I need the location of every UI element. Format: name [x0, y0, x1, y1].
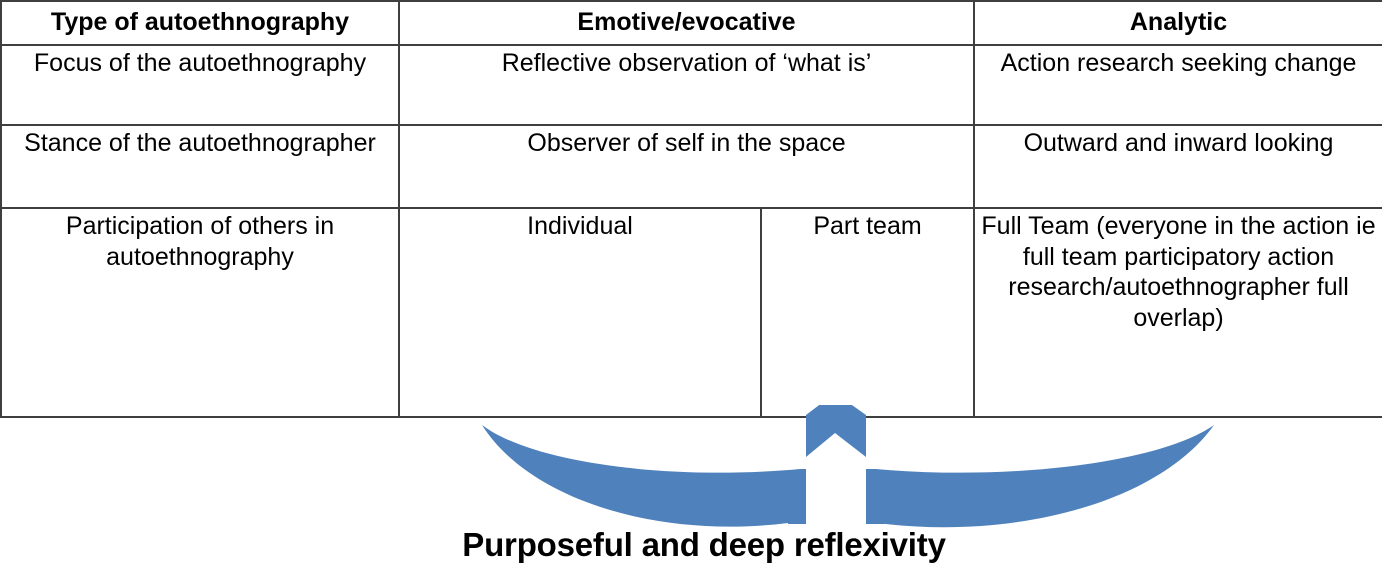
table-row-focus: Focus of the autoethnography Reflective … [0, 44, 1382, 126]
curved-up-arrow-graphic [470, 405, 1226, 531]
table-row-stance: Stance of the autoethnographer Observer … [0, 124, 1382, 209]
cell-stance-emotive: Observer of self in the space [397, 124, 976, 209]
row-label-focus: Focus of the autoethnography [0, 44, 400, 126]
cell-participation-individual: Individual [398, 207, 762, 418]
header-cell-type: Type of autoethnography [0, 0, 400, 46]
autoethnography-comparison-table: Type of autoethnography Emotive/evocativ… [0, 0, 1382, 418]
cell-focus-emotive: Reflective observation of ‘what is’ [397, 44, 976, 126]
row-label-participation: Participation of others in autoethnograp… [0, 207, 400, 418]
row-label-stance: Stance of the autoethnographer [0, 124, 400, 209]
cell-participation-part-team: Part team [759, 207, 976, 418]
cell-stance-analytic: Outward and inward looking [973, 124, 1382, 209]
table-row-participation: Participation of others in autoethnograp… [0, 207, 1382, 418]
curved-up-arrow-path [482, 405, 1214, 528]
header-cell-emotive: Emotive/evocative [397, 0, 976, 46]
figure-caption: Purposeful and deep reflexivity [462, 526, 946, 563]
table-header-row: Type of autoethnography Emotive/evocativ… [0, 0, 1382, 46]
cell-focus-analytic: Action research seeking change [973, 44, 1382, 126]
header-cell-analytic: Analytic [973, 0, 1382, 46]
cell-participation-full-team: Full Team (everyone in the action ie ful… [973, 207, 1382, 418]
